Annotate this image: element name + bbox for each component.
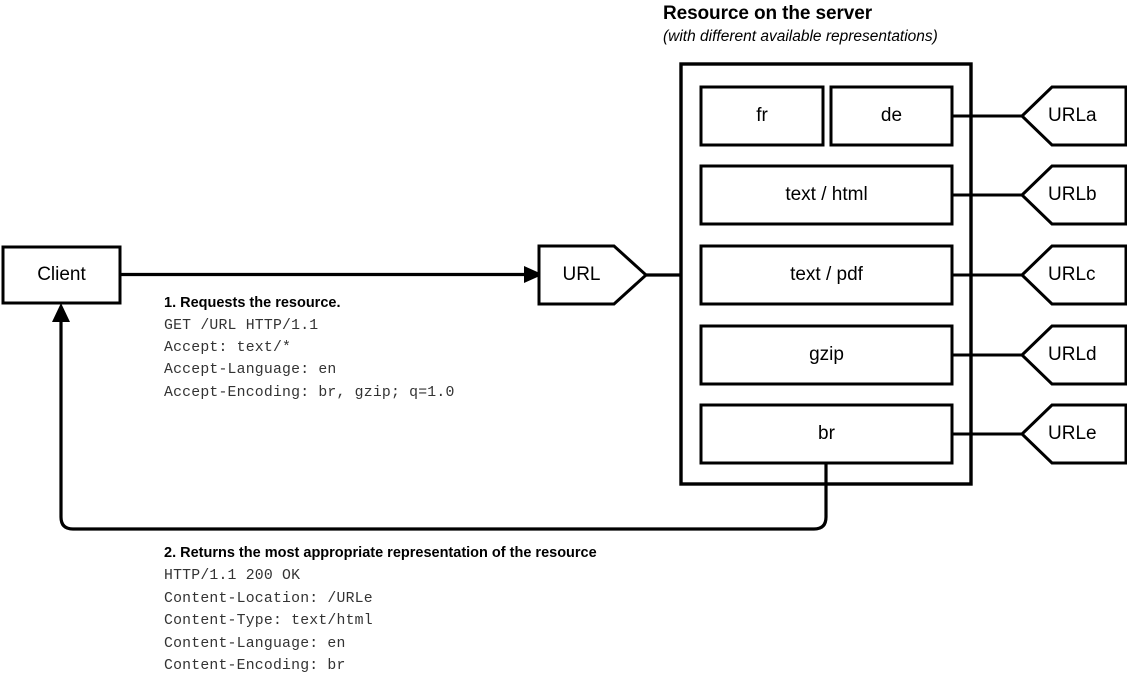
url-tag-shape-urlc[interactable]: [1019, 244, 1127, 306]
url-tag-label-urla: URLa: [1048, 105, 1097, 126]
request-message-line-4: Accept-Encoding: br, gzip; q=1.0: [164, 385, 455, 401]
url-tag-shape-urlb[interactable]: [1019, 164, 1127, 226]
request-message-line-1: GET /URL HTTP/1.1: [164, 318, 319, 334]
server-panel-heading: Resource on the server: [663, 3, 872, 24]
request-message-heading: 1. Requests the resource.: [164, 295, 341, 311]
url-tag-label-urlc: URLc: [1048, 264, 1096, 285]
representation-box-de[interactable]: [829, 85, 954, 147]
url-tag-label-urle: URLe: [1048, 423, 1097, 444]
representation-url-connectors: [951, 114, 1026, 436]
url-tag-shape-urld[interactable]: [1019, 324, 1127, 386]
request-message-line-2: Accept: text/*: [164, 340, 292, 356]
representation-box-text-pdf[interactable]: [699, 244, 954, 306]
url-node-label: URL: [562, 264, 601, 285]
url-tag-shape-urla[interactable]: [1019, 85, 1127, 147]
representation-label-text-pdf: text / pdf: [790, 264, 863, 285]
request-arrow: [120, 266, 543, 283]
response-message-line-3: Content-Type: text/html: [164, 613, 373, 629]
client-box[interactable]: [1, 245, 122, 305]
representation-label-text-html: text / html: [785, 184, 868, 205]
client-node-label: Client: [37, 264, 86, 285]
response-message-line-2: Content-Location: /URLe: [164, 591, 373, 607]
response-message-heading: 2. Returns the most appropriate represen…: [164, 545, 597, 561]
server-panel-subheading: (with different available representation…: [663, 28, 938, 45]
representation-label-br: br: [818, 423, 835, 444]
representation-box-fr[interactable]: [699, 85, 825, 147]
representation-label-gzip: gzip: [809, 344, 844, 365]
url-tag-label-urld: URLd: [1048, 344, 1097, 365]
response-message-line-5: Content-Encoding: br: [164, 658, 346, 674]
response-arrow: [52, 303, 828, 531]
url-tag-label-urlb: URLb: [1048, 184, 1097, 205]
response-message-line-1: HTTP/1.1 200 OK: [164, 568, 301, 584]
url-tag-shape-urle[interactable]: [1019, 403, 1127, 465]
representation-box-text-html[interactable]: [699, 164, 954, 226]
response-message-line-4: Content-Language: en: [164, 636, 346, 652]
representation-box-gzip[interactable]: [699, 324, 954, 386]
representation-label-fr: fr: [756, 105, 768, 126]
url-node-shape[interactable]: [537, 244, 649, 306]
request-message-line-3: Accept-Language: en: [164, 362, 337, 378]
representation-label-de: de: [880, 105, 903, 126]
